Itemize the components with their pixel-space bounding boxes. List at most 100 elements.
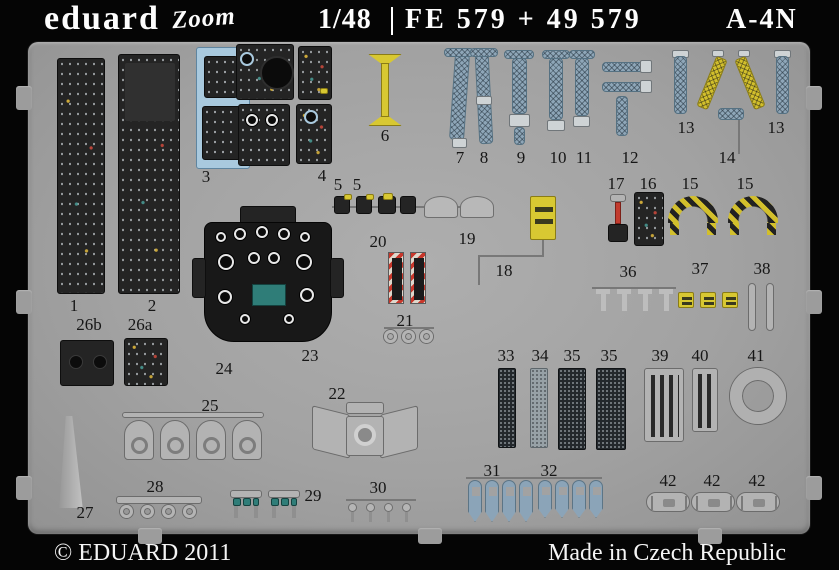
hook-slot [472, 487, 480, 496]
part-31-hook [485, 480, 499, 522]
attachment-pin [738, 120, 740, 154]
dial [248, 252, 260, 264]
part-2-side-console [118, 54, 180, 294]
fret-tab [418, 528, 442, 544]
hook-slot [593, 487, 601, 495]
part-34-strip [530, 368, 548, 448]
sprue-rail [116, 496, 202, 504]
part-28-ring [183, 505, 196, 518]
part-9-seatbelt [512, 58, 527, 114]
part-38-strip [748, 283, 756, 331]
belt-top [470, 48, 498, 57]
dial [278, 228, 290, 240]
part-36-clip [638, 289, 652, 311]
loop-arc [728, 196, 778, 223]
blue-dial [240, 52, 254, 66]
part-41-ring [730, 368, 786, 424]
console-cutout [202, 106, 242, 160]
part-19-visor [424, 196, 458, 218]
fret-tab [16, 290, 32, 314]
part-33-mesh-strip [498, 368, 516, 448]
buckle [547, 120, 565, 131]
yellow-switch [320, 88, 328, 94]
panel-section [298, 46, 332, 100]
part-25-cover [124, 420, 154, 460]
console-cutout [204, 56, 238, 98]
dial [216, 232, 226, 242]
teal-knob [271, 498, 279, 506]
paddle-slot [753, 499, 765, 507]
fret-tab [138, 528, 162, 544]
grille-slits [698, 374, 714, 428]
blue-dial [304, 110, 318, 124]
part-36-clip [659, 289, 673, 311]
part-35-mesh-screen [558, 368, 586, 450]
copyright-text: © EDUARD 2011 [54, 540, 232, 566]
part-13-14-harness [672, 50, 792, 154]
part-32-hook [538, 480, 552, 518]
part-32-hook [589, 480, 603, 518]
paddle-slot [663, 499, 675, 507]
panel-wing [192, 258, 206, 298]
buckle-slot [682, 297, 692, 300]
part-15-hazard-loop [668, 196, 718, 223]
wire-segment [542, 240, 544, 256]
throttle-piece [400, 196, 416, 214]
part-32-hook [572, 480, 586, 518]
part-31-hook [468, 480, 482, 522]
bracket-wing [380, 405, 418, 459]
adjuster [476, 96, 492, 105]
handle-end [368, 54, 402, 64]
part-42-paddle [691, 492, 735, 512]
dial [296, 254, 312, 270]
buckle [573, 116, 590, 127]
console-sub-panel [125, 63, 175, 121]
cross-strap [718, 108, 744, 120]
buckle-slot [726, 302, 736, 305]
buckle [509, 114, 530, 127]
red-lever [615, 202, 621, 224]
part-1-side-console [57, 58, 105, 294]
part-12-belt-strap [602, 62, 644, 72]
part-29-mount [268, 490, 300, 518]
paddle-end [741, 496, 743, 510]
paddle-end [775, 496, 777, 510]
mount-top [268, 490, 300, 498]
paddle-end [685, 496, 687, 510]
attitude-indicator [260, 56, 294, 90]
part-26b-panel [60, 340, 114, 386]
paddle-end [696, 496, 698, 510]
cover-hole [239, 437, 256, 454]
harness-strap [776, 56, 789, 114]
part-31-hook [519, 480, 533, 522]
product-code: FE 579 + 49 579 [405, 4, 642, 35]
aircraft-type-label: A-4N [726, 4, 798, 35]
eduard-logo: eduard [44, 0, 160, 37]
part-15-hazard-loop [728, 196, 778, 223]
part-21-ring [402, 330, 415, 343]
grille-slits [651, 375, 679, 437]
fret-tab [698, 528, 722, 544]
part-28-ring [162, 505, 175, 518]
part-18-buckle [530, 196, 556, 240]
bracket-top [346, 402, 384, 414]
harness-strap [674, 56, 687, 114]
part-28-ring [141, 505, 154, 518]
mount-leg [254, 506, 258, 518]
panel-body [204, 222, 332, 342]
loop-leg [670, 223, 679, 235]
dial [268, 252, 280, 264]
part-42-paddle [646, 492, 690, 512]
buckle-slot [535, 219, 553, 224]
part-16-panel [634, 192, 664, 246]
header-bar: eduard Zoom 1/48 FE 579 + 49 579 A-4N [0, 0, 839, 42]
dial [218, 290, 232, 304]
part-3-console-frame [196, 47, 250, 169]
part-5-lever [334, 194, 352, 214]
dial [240, 314, 250, 324]
part-17 [608, 194, 628, 242]
part-42-paddle [736, 492, 780, 512]
sprue-rail [466, 477, 602, 479]
